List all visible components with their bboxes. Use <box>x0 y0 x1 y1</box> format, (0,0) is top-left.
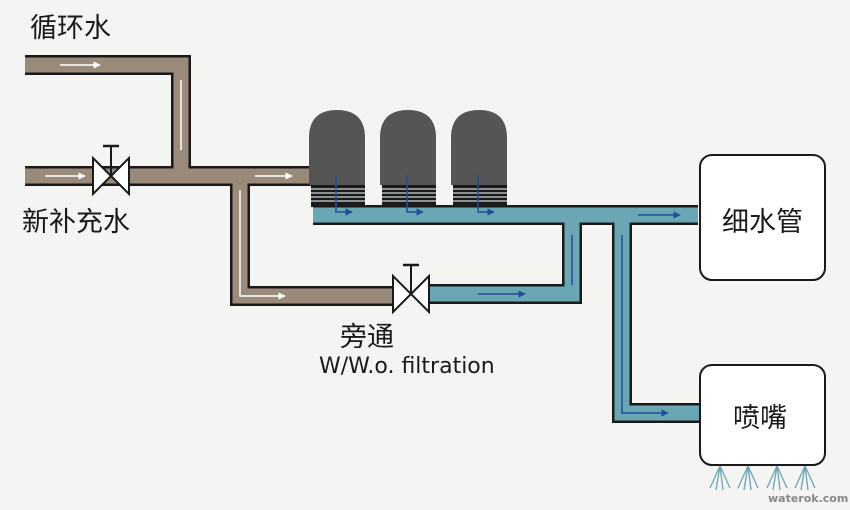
spray-jet <box>766 465 788 491</box>
label-makeup-water: 新补充水 <box>22 207 130 238</box>
filter-tank-bank <box>309 110 507 216</box>
label-fine-water-pipe: 细水管 <box>722 207 803 238</box>
circulating-water-pipe <box>25 55 191 172</box>
filter-tank-1 <box>309 110 365 216</box>
label-bypass: 旁通 <box>340 322 394 353</box>
filtered-pipe-network <box>313 205 700 423</box>
nozzle-feed-pipe <box>612 219 700 423</box>
nozzle-spray <box>709 465 816 491</box>
label-circulating-water: 循环水 <box>30 13 111 44</box>
label-bypass-en: W/W.o. filtration <box>319 354 495 379</box>
flow-arrows <box>45 61 681 417</box>
fine-water-pipe-box <box>699 154 826 281</box>
spray-jet <box>737 465 759 491</box>
label-nozzle: 喷嘴 <box>733 403 787 434</box>
flow-arrow <box>621 235 669 417</box>
watermark: waterok.com <box>768 492 849 505</box>
flow-arrow <box>239 190 286 300</box>
nozzle-box <box>699 364 826 466</box>
filter-tank-2 <box>380 110 436 216</box>
bypass-valve <box>392 263 430 315</box>
makeup-water-valve <box>92 144 130 197</box>
spray-jet <box>794 465 816 491</box>
bypass-outlet-pipe <box>428 219 582 304</box>
spray-jet <box>709 465 731 491</box>
filter-tank-3 <box>451 110 507 216</box>
